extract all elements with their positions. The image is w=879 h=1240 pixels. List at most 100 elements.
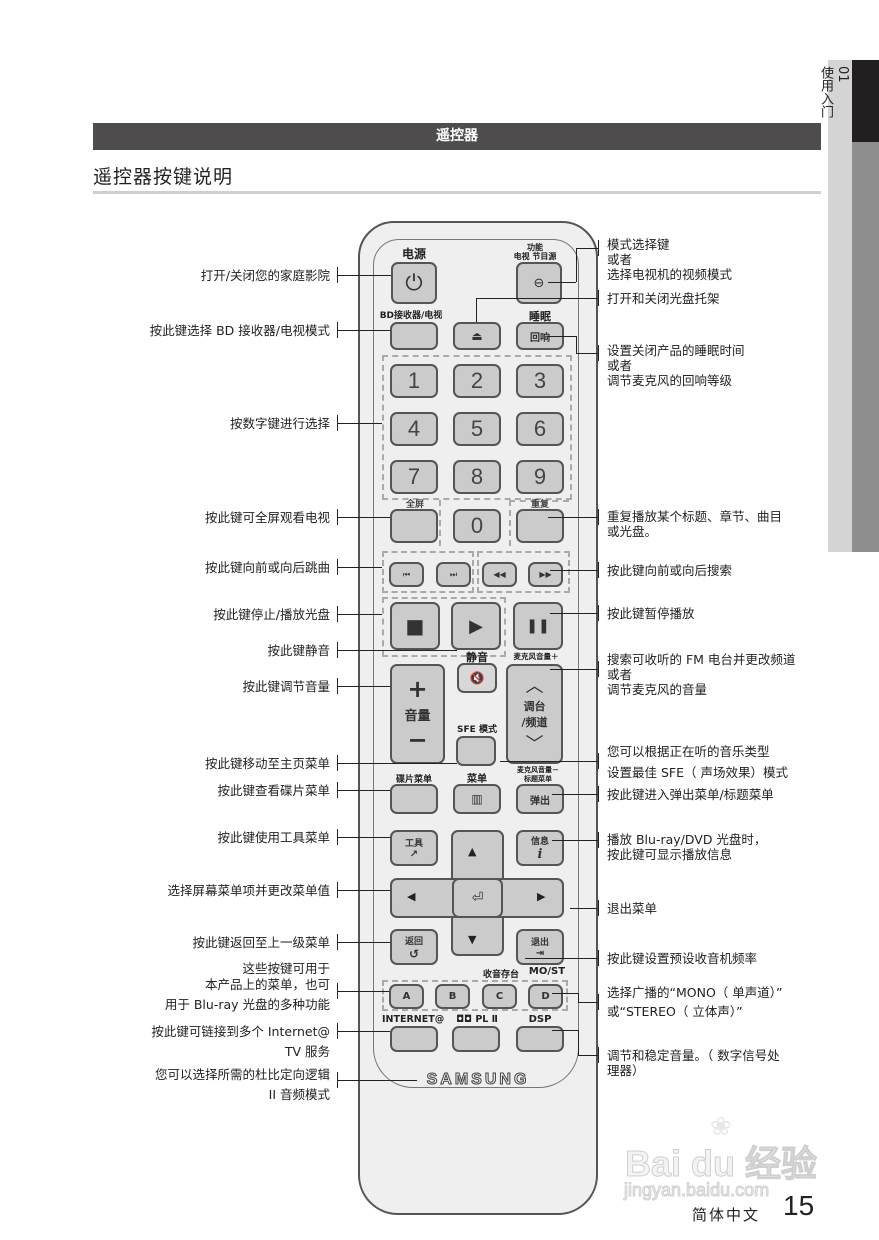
function-source-button[interactable]: ⊖ (516, 262, 562, 304)
number-key-2[interactable]: 2 (453, 364, 501, 398)
left-arrow-icon: ◀ (407, 890, 416, 903)
rewind-button[interactable]: ◀◀ (482, 562, 517, 587)
power-icon: ⏻ (405, 270, 423, 296)
number-key-0[interactable]: 0 (453, 509, 501, 543)
internet-button[interactable] (390, 1026, 438, 1052)
sleep-label: 睡眠 (529, 310, 551, 323)
fast-forward-icon: ▶▶ (539, 570, 552, 579)
mic-volume-minus-label: 麦克风音量－ (517, 766, 559, 774)
repeat-button[interactable] (516, 509, 564, 543)
number-key-4[interactable]: 4 (390, 412, 438, 446)
note-mute: 按此键静音 (267, 643, 330, 658)
tv-source-label: 电视 节目源 (513, 252, 557, 261)
note-number-keys: 按数字键进行选择 (229, 416, 330, 431)
number-key-1[interactable]: 1 (390, 364, 438, 398)
info-button[interactable]: 信息 i (516, 830, 564, 866)
chapter-tab-marker (852, 60, 879, 142)
menu-label: 菜单 (467, 774, 487, 785)
note-pl2: 您可以选择所需的杜比定向逻辑 II 音频模式 (154, 1067, 330, 1102)
skip-back-button[interactable]: ⏮ (389, 562, 424, 587)
chapter-number: 01 (835, 66, 850, 83)
number-key-7[interactable]: 7 (390, 460, 438, 494)
note-return: 按此键返回至上一级菜单 (192, 935, 330, 950)
key-d[interactable]: D (528, 984, 563, 1009)
page-number: 15 (783, 1190, 815, 1221)
tuning-label: 调台 (523, 700, 546, 713)
note-volume: 按此键调节音量 (242, 679, 330, 694)
exit-button[interactable]: 退出 ⇥ (516, 929, 564, 965)
pause-button[interactable]: ❚❚ (513, 602, 563, 650)
note-info: 播放 Blu-ray/DVD 光盘时， 按此键可显示播放信息 (607, 832, 767, 862)
tuning-channel-rocker[interactable]: ︿ 调台 /频道 ﹀ (506, 664, 563, 764)
tuning-up-icon: ︿ (525, 676, 544, 697)
number-key-9[interactable]: 9 (516, 460, 564, 494)
watermark-brand: Bai du 经验 (624, 1143, 818, 1185)
note-internet: 按此键可链接到多个 Internet@ TV 服务 (151, 1024, 330, 1059)
pl2-label: ◘◘ PL Ⅱ (456, 1014, 498, 1025)
menu-button[interactable]: ▥ (453, 784, 501, 814)
play-button[interactable]: ▶ (451, 602, 501, 650)
volume-label: 音量 (404, 708, 431, 724)
enter-button[interactable]: ⏎ (452, 878, 503, 918)
footer-language: 简体中文 (692, 1206, 761, 1224)
exit-label: 退出 (530, 938, 549, 948)
note-home-menu: 按此键移动至主页菜单 (204, 756, 330, 771)
bd-receiver-tv-button[interactable] (390, 322, 438, 350)
number-key-5[interactable]: 5 (453, 412, 501, 446)
chapter-tab-background (828, 60, 852, 552)
repeat-group (509, 500, 569, 546)
mute-button[interactable]: 🔇 (457, 663, 497, 693)
power-button[interactable]: ⏻ (391, 262, 437, 304)
source-icon: ⊖ (533, 275, 545, 291)
key-a[interactable]: A (389, 984, 424, 1009)
sfe-mode-label: SFE 模式 (457, 725, 497, 735)
number-key-3[interactable]: 3 (516, 364, 564, 398)
info-icon: i (537, 847, 543, 862)
tools-button[interactable]: 工具 ↗ (390, 830, 438, 866)
skip-forward-button[interactable]: ⏭ (436, 562, 471, 587)
stop-play-group (382, 597, 506, 657)
popup-title-menu-button[interactable]: 弹出 (516, 784, 564, 814)
sfe-mode-button[interactable] (456, 736, 496, 766)
title-menu-label: 标题菜单 (524, 775, 552, 783)
channel-label: /频道 (521, 716, 548, 729)
samsung-logo: SAMSUNG (426, 1071, 530, 1089)
eject-icon: ⏏ (471, 329, 483, 343)
fast-forward-button[interactable]: ▶▶ (528, 562, 563, 587)
note-dsp: 调节和稳定音量。（ 数字信号处 理器） (607, 1048, 780, 1078)
pl2-button[interactable] (452, 1026, 500, 1052)
dpad-left-button[interactable]: ◀ (407, 890, 415, 903)
volume-rocker[interactable]: + 音量 − (390, 664, 445, 764)
dpad-up-button[interactable]: ▲ (468, 845, 476, 858)
number-key-8[interactable]: 8 (453, 460, 501, 494)
enter-icon: ⏎ (471, 890, 484, 906)
note-mono-stereo: 选择广播的“MONO（ 单声道）” 或“STEREO（ 立体声）” (607, 985, 783, 1019)
note-tuning: 搜索可收听的 FM 电台并更改频道 或者 调节麦克风的音量 (607, 652, 796, 697)
dpad-down-button[interactable]: ▼ (468, 933, 476, 946)
right-arrow-icon: ▶ (537, 890, 546, 903)
skip-back-icon: ⏮ (402, 569, 411, 579)
chapter-tab-strip (852, 142, 879, 552)
key-c[interactable]: C (482, 984, 517, 1009)
rewind-icon: ◀◀ (493, 570, 506, 579)
return-icon: ↺ (408, 946, 420, 961)
eject-button[interactable]: ⏏ (453, 322, 501, 350)
menu-icon: ▥ (471, 792, 483, 806)
disc-menu-button[interactable] (390, 784, 438, 814)
key-b[interactable]: B (435, 984, 470, 1009)
function-label: 功能 (527, 243, 543, 252)
note-stop-play: 按此键停止/播放光盘 (213, 607, 330, 622)
down-arrow-icon: ▼ (468, 933, 477, 946)
dpad-right-button[interactable]: ▶ (537, 890, 545, 903)
return-button[interactable]: 返回 ↺ (390, 929, 438, 965)
search-group (477, 551, 570, 593)
bd-receiver-tv-label: BD接收器/电视 (379, 311, 443, 321)
skip-group (382, 551, 474, 593)
stop-button[interactable]: ■ (390, 602, 440, 650)
number-key-6[interactable]: 6 (516, 412, 564, 446)
fullscreen-button[interactable] (390, 509, 438, 543)
title-underline (93, 191, 821, 194)
play-icon: ▶ (469, 615, 483, 637)
volume-down-icon: − (407, 725, 428, 754)
note-exit: 退出菜单 (607, 901, 658, 916)
